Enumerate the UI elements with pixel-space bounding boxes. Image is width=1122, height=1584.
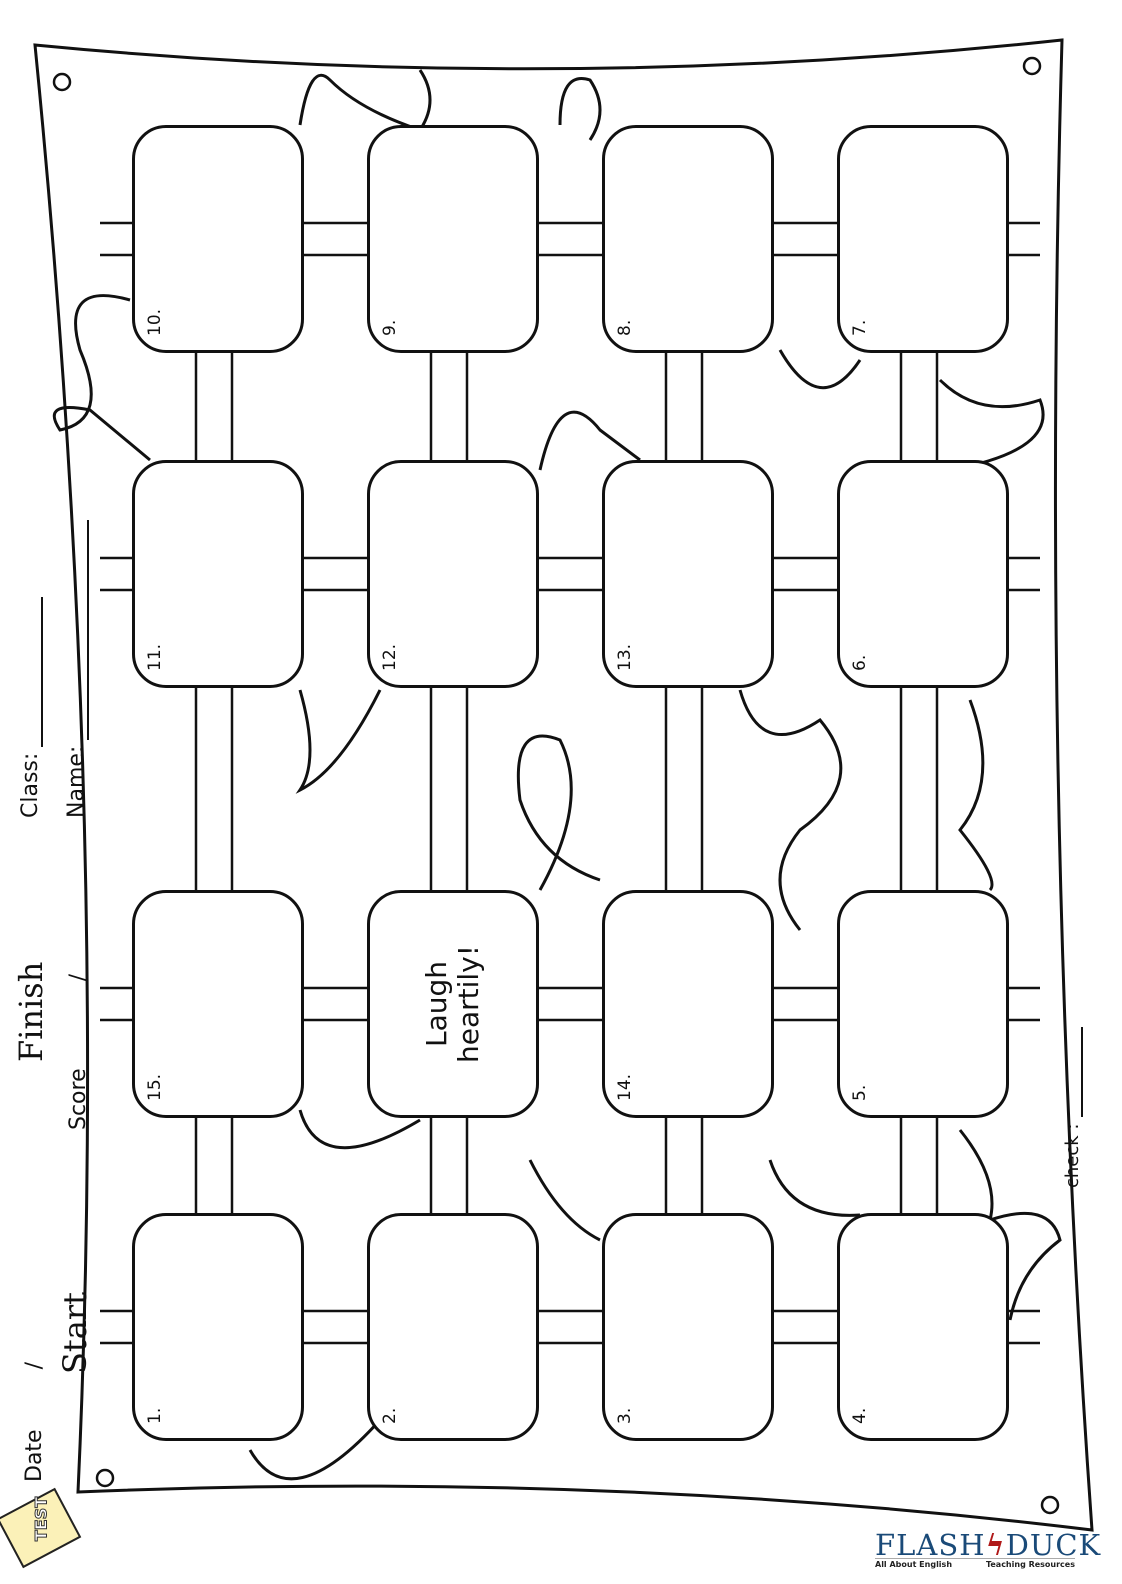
score-field[interactable]: Score / bbox=[66, 974, 91, 1130]
instruction-line: heartily! bbox=[452, 945, 485, 1063]
board-square: 11. bbox=[132, 460, 304, 688]
square-number: 5. bbox=[850, 1084, 870, 1101]
board-square: 10. bbox=[132, 125, 304, 353]
square-number: 9. bbox=[380, 319, 400, 336]
board-square: 15. bbox=[132, 890, 304, 1118]
square-number: 1. bbox=[145, 1407, 165, 1424]
date-label: Date bbox=[22, 1429, 47, 1482]
board-square: 6. bbox=[837, 460, 1009, 688]
class-label: Class: bbox=[18, 752, 43, 818]
check-label: check : bbox=[1062, 1123, 1083, 1189]
square-number: 6. bbox=[850, 654, 870, 671]
board-square: 2. bbox=[367, 1213, 539, 1441]
square-number: 4. bbox=[850, 1407, 870, 1424]
bolt-icon: ϟ bbox=[985, 1528, 1006, 1562]
logo-tagline-left: All About English bbox=[875, 1560, 953, 1569]
date-separator: / bbox=[22, 1361, 47, 1370]
board-square: 5. bbox=[837, 890, 1009, 1118]
square-number: 8. bbox=[615, 319, 635, 336]
pin-icons bbox=[52, 56, 1060, 1515]
board-square: 9. bbox=[367, 125, 539, 353]
test-badge-text: TEST bbox=[31, 1496, 51, 1542]
logo-tagline-right: Teaching Resources bbox=[985, 1560, 1075, 1569]
board-square: 7. bbox=[837, 125, 1009, 353]
flash-duck-logo: FLASHϟDUCK All About English Teaching Res… bbox=[875, 1528, 1100, 1569]
date-field[interactable]: Date / bbox=[22, 1362, 47, 1482]
square-number: 15. bbox=[145, 1073, 165, 1101]
square-number: 10. bbox=[145, 308, 165, 336]
board-square: 8. bbox=[602, 125, 774, 353]
board-square: 13. bbox=[602, 460, 774, 688]
logo-right: DUCK bbox=[1005, 1528, 1102, 1562]
name-label: Name: bbox=[64, 745, 89, 818]
square-number: 14. bbox=[615, 1073, 635, 1101]
square-number: 12. bbox=[380, 643, 400, 671]
board-square: 12. bbox=[367, 460, 539, 688]
finish-label: Finish bbox=[12, 961, 50, 1062]
score-label: Score bbox=[66, 1068, 91, 1130]
name-field[interactable]: Name: bbox=[64, 519, 89, 818]
board-square: 14. bbox=[602, 890, 774, 1118]
square-number: 7. bbox=[850, 319, 870, 336]
check-field[interactable]: check : bbox=[1062, 1027, 1083, 1189]
square-number: 2. bbox=[380, 1407, 400, 1424]
snake-decorations bbox=[52, 69, 1062, 1481]
instruction-line: Laugh bbox=[419, 960, 453, 1048]
class-field[interactable]: Class: bbox=[18, 596, 43, 818]
square-number: 11. bbox=[145, 643, 165, 671]
board-square: 3. bbox=[602, 1213, 774, 1441]
logo-left: FLASH bbox=[875, 1528, 986, 1562]
square-number: 13. bbox=[615, 643, 635, 671]
start-label: Start bbox=[56, 1291, 94, 1374]
score-separator: / bbox=[66, 973, 91, 982]
board-square: 1. bbox=[132, 1213, 304, 1441]
board-square: 4. bbox=[837, 1213, 1009, 1441]
square-number: 3. bbox=[615, 1407, 635, 1424]
